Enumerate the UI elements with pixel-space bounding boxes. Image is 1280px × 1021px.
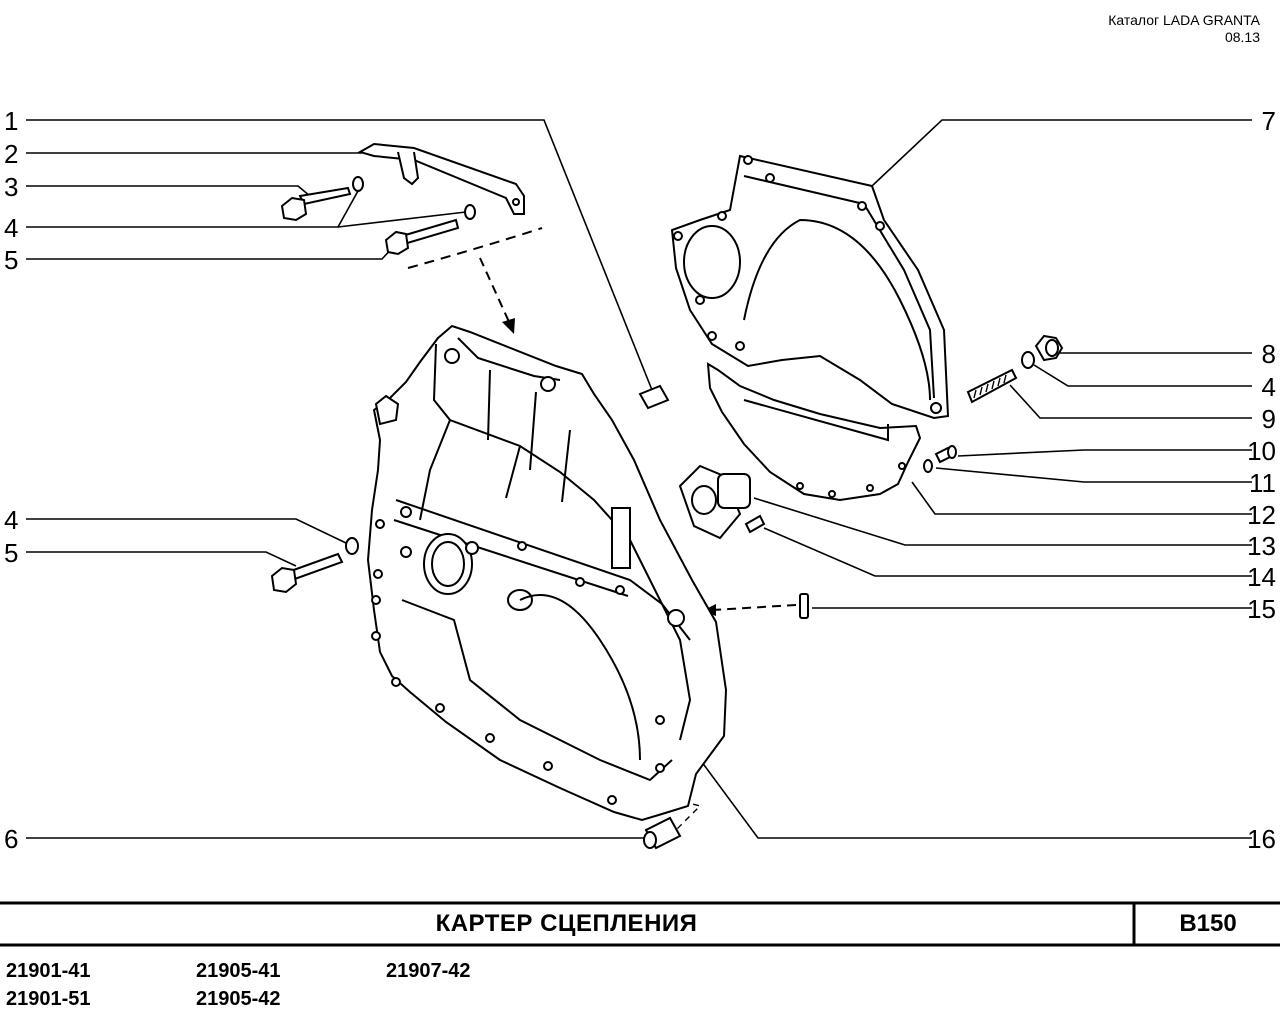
leader-4b: [26, 518, 347, 544]
callout-5-top: 5: [4, 245, 18, 275]
model-code: 21905-41: [196, 960, 281, 982]
leader-lines: [26, 119, 1252, 839]
lower-shield: [706, 362, 922, 502]
dashed-arc: [407, 227, 543, 269]
model-code: 21905-42: [196, 988, 281, 1010]
catalog-date: 08.13: [1224, 29, 1260, 45]
leader-5a: [26, 244, 396, 260]
bolt-5-left: [270, 552, 344, 594]
nut-8: [1034, 334, 1064, 362]
bolt-14: [744, 514, 766, 534]
model-code: 21907-42: [386, 960, 471, 982]
callout-3: 3: [4, 172, 18, 202]
dashed-arrow-down: [479, 257, 511, 325]
callout-1: 1: [4, 106, 18, 136]
footer-frame: [0, 901, 1280, 947]
leader-4a-branch: [337, 211, 467, 228]
pin-15: [799, 593, 809, 619]
washer-11: [923, 459, 933, 473]
bolt-10: [934, 445, 957, 464]
flange-13: [678, 464, 751, 540]
clutch-housing: [366, 324, 728, 822]
leader-16: [689, 745, 1252, 839]
leader-13: [753, 497, 1252, 546]
model-list: 21901-41 21905-41 21907-42 21901-51 2190…: [0, 957, 1280, 1021]
leader-11: [935, 467, 1252, 483]
callout-6: 6: [4, 824, 18, 854]
leader-3: [26, 185, 311, 197]
callout-4-left: 4: [4, 505, 18, 535]
callout-11: 11: [1249, 468, 1276, 498]
plug-6: [643, 816, 682, 850]
callout-labels: 1 2 3 4 5 4 5 6 7 8 4 9 10 11 12 13 14 1…: [4, 106, 1276, 854]
bolt-3: [280, 186, 352, 222]
leader-7: [871, 119, 1252, 187]
bracket-part: [357, 142, 525, 215]
catalog-header: Каталог LADA GRANTA 08.13: [1108, 12, 1260, 46]
model-code: 21901-51: [6, 988, 91, 1010]
callout-14: 14: [1247, 562, 1276, 592]
washer-4-left: [345, 537, 359, 555]
cover-plate: [670, 154, 950, 420]
callout-10: 10: [1247, 436, 1276, 466]
callout-2: 2: [4, 139, 18, 169]
callout-13: 13: [1247, 531, 1276, 561]
leader-12: [911, 481, 1252, 515]
stud-9: [966, 368, 1018, 404]
washer-4-top: [352, 176, 476, 220]
leader-9: [1009, 384, 1252, 419]
model-code: 21901-41: [6, 960, 91, 982]
callout-4-top: 4: [4, 213, 18, 243]
callout-9: 9: [1262, 404, 1276, 434]
dashed-arrow-left: [711, 604, 797, 611]
leader-1: [26, 119, 653, 391]
callout-16: 16: [1247, 824, 1276, 854]
sensor-1: [638, 384, 670, 410]
catalog-title: Каталог LADA GRANTA: [1108, 12, 1260, 28]
arrow-head-down: [502, 318, 515, 334]
callout-4-right: 4: [1262, 372, 1276, 402]
callout-8: 8: [1262, 339, 1276, 369]
section-code: B150: [1179, 910, 1237, 937]
washer-4-right: [1021, 351, 1035, 369]
bolt-5-top: [384, 218, 460, 256]
page-title: КАРТЕР СЦЕПЛЕНИЯ: [435, 910, 698, 937]
callout-12: 12: [1247, 500, 1276, 530]
callout-15: 15: [1247, 594, 1276, 624]
callout-7: 7: [1262, 106, 1276, 136]
leader-5b: [26, 551, 297, 567]
callout-5-left: 5: [4, 538, 18, 568]
leader-4c: [1033, 364, 1252, 387]
leader-10: [957, 449, 1252, 457]
leader-14: [763, 527, 1252, 577]
